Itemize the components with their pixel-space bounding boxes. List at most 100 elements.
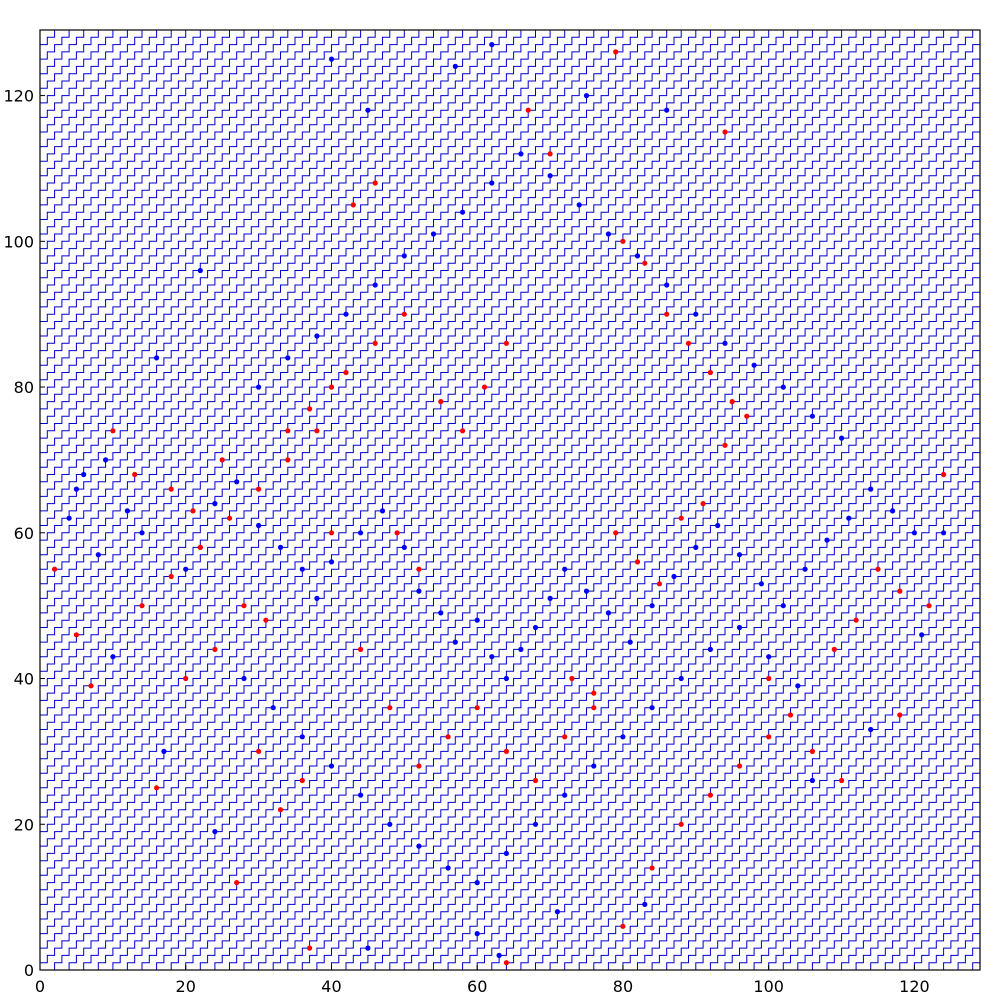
- blue-point: [846, 515, 852, 521]
- blue-point: [277, 544, 284, 551]
- staircase-line: [134, 124, 981, 971]
- blue-point: [809, 777, 816, 784]
- staircase-line: [848, 838, 981, 971]
- blue-point: [562, 792, 568, 798]
- blue-point: [416, 843, 422, 849]
- blue-point: [503, 675, 509, 682]
- blue-point: [707, 646, 714, 653]
- red-point: [678, 821, 684, 827]
- blue-point: [474, 880, 480, 886]
- blue-point: [445, 865, 451, 871]
- staircase-line: [805, 795, 981, 971]
- blue-point: [489, 654, 495, 660]
- staircase-line: [40, 30, 536, 526]
- blue-point: [532, 624, 539, 631]
- staircase-line: [40, 30, 347, 337]
- x-tick-label: 120: [899, 977, 930, 996]
- red-point: [649, 865, 655, 871]
- red-point: [241, 603, 247, 609]
- blue-point: [941, 530, 947, 536]
- y-tick-label: 60: [14, 524, 34, 543]
- blue-point: [664, 282, 670, 288]
- blue-point: [839, 435, 845, 441]
- blue-point: [474, 617, 480, 623]
- blue-point: [285, 355, 291, 361]
- staircase-line: [265, 255, 981, 971]
- blue-point: [430, 231, 437, 237]
- red-point: [460, 428, 466, 434]
- staircase-line: [40, 30, 551, 541]
- blue-point: [547, 173, 553, 179]
- staircase-line: [40, 30, 566, 556]
- red-point: [503, 960, 509, 966]
- axes-frame: [39, 29, 981, 971]
- blue-point: [299, 566, 305, 572]
- blue-point: [780, 603, 786, 609]
- staircase-line: [61, 51, 981, 971]
- staircase-line: [630, 620, 981, 971]
- staircase-line: [40, 30, 974, 964]
- red-point: [722, 129, 728, 135]
- red-point: [299, 777, 305, 784]
- y-tick-label: 0: [24, 961, 34, 980]
- staircase-line: [40, 30, 624, 614]
- staircase-line: [499, 489, 981, 971]
- blue-point: [620, 734, 626, 740]
- blue-point: [438, 610, 444, 616]
- staircase-line: [40, 30, 857, 847]
- staircase-line: [703, 693, 981, 971]
- red-point: [212, 646, 218, 653]
- red-point: [263, 617, 269, 623]
- red-point: [839, 777, 845, 784]
- staircase-line: [40, 30, 85, 75]
- staircase-line: [513, 503, 981, 971]
- blue-point: [103, 457, 109, 463]
- blue-point: [379, 508, 386, 514]
- red-point: [88, 683, 94, 689]
- red-point: [285, 428, 291, 434]
- red-point: [642, 260, 648, 266]
- red-point: [532, 777, 539, 784]
- staircase-line: [105, 95, 981, 971]
- red-point: [328, 384, 335, 390]
- staircase-line: [222, 212, 981, 971]
- staircase-line: [528, 518, 981, 971]
- staircase-line: [40, 30, 828, 818]
- red-point: [685, 340, 692, 346]
- blue-point: [591, 763, 597, 769]
- blue-point: [73, 486, 79, 492]
- red-point: [729, 399, 735, 405]
- red-point: [401, 311, 407, 317]
- red-point: [219, 457, 225, 463]
- staircase-line: [40, 30, 332, 322]
- staircase-line: [863, 853, 981, 971]
- blue-point: [401, 544, 407, 551]
- blue-point: [554, 909, 561, 915]
- blue-point: [372, 282, 378, 288]
- staircase-line: [40, 30, 201, 191]
- blue-point: [212, 501, 218, 507]
- staircase-line: [40, 30, 872, 862]
- red-point: [875, 566, 881, 572]
- staircase-line: [40, 30, 901, 891]
- staircase-line: [76, 66, 981, 971]
- staircase-lines: [40, 30, 981, 971]
- staircase-line: [878, 868, 981, 971]
- blue-point: [387, 821, 393, 827]
- staircase-line: [280, 270, 981, 971]
- red-point: [416, 566, 422, 572]
- red-point: [503, 748, 509, 755]
- red-point: [474, 705, 480, 711]
- blue-point: [736, 624, 743, 631]
- red-point: [634, 559, 641, 565]
- staircase-line: [936, 926, 981, 971]
- blue-point: [95, 552, 101, 558]
- x-tick-label: 100: [753, 977, 784, 996]
- staircase-line: [40, 30, 405, 395]
- red-point: [183, 675, 189, 682]
- blue-point: [795, 683, 801, 689]
- x-tick-label: 80: [613, 977, 633, 996]
- blue-point: [605, 610, 612, 616]
